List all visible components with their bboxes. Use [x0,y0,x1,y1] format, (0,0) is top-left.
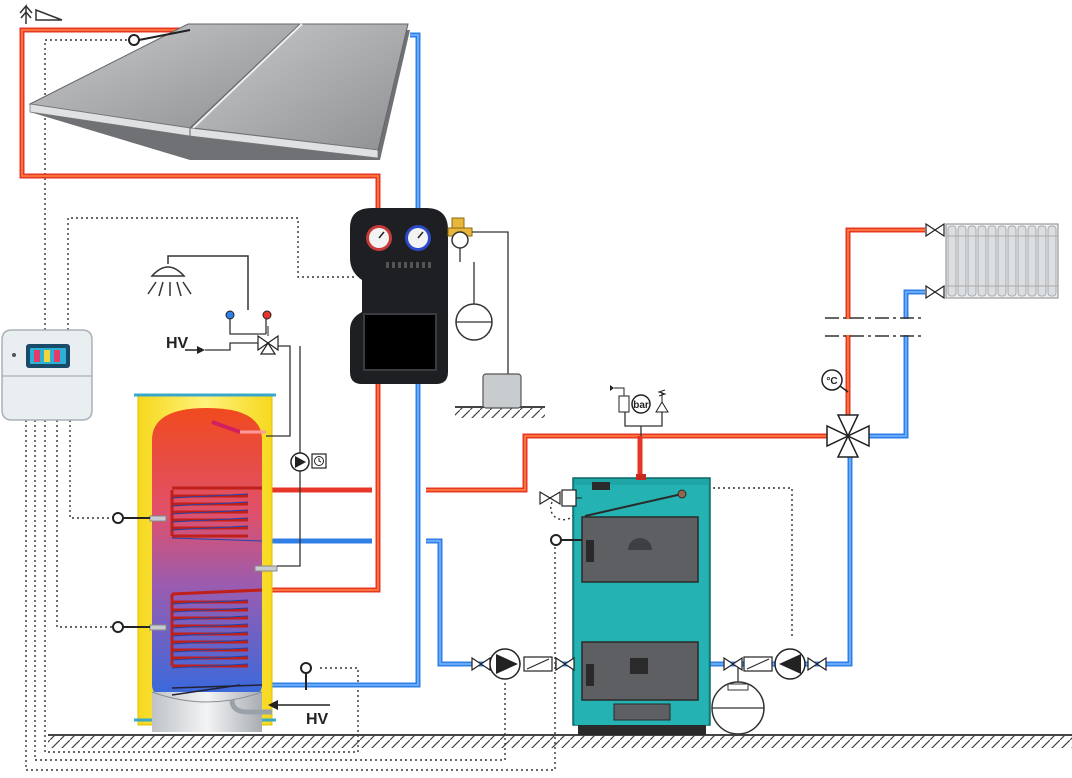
solar-controller[interactable] [1,329,93,421]
safety-valve-group [447,217,509,378]
tank-loading-pump-group [471,648,575,680]
tank-temp-sensor-lower [112,621,150,633]
pipe-break-marks [825,317,922,337]
drain-container [482,373,522,409]
boiler-safety-group [610,385,669,436]
cold-water-inlet-arrow [268,700,330,710]
hot-water-storage-tank [134,393,278,732]
return-pipe-temp-sensor [300,662,312,690]
lightning-arrester-icon [19,3,63,24]
ground [48,406,1072,748]
thermostatic-mixing-valve [185,310,279,355]
solid-fuel-boiler [572,474,711,735]
boiler-expansion-vessel [711,664,765,735]
thermostat-label: °C [826,376,837,387]
thermostat-sensor [821,369,849,393]
circulation-pump-icon [290,452,327,472]
pressure-gauge-label: bar [633,400,649,411]
collector-temp-sensor [128,29,191,46]
shower-head-icon [147,255,249,310]
dhw-circulation-line [266,345,301,567]
four-way-mixing-valve[interactable] [826,414,870,458]
boiler-temp-sensor [550,534,582,546]
radiator [945,223,1059,299]
solar-pump-station [350,208,448,384]
thermal-safety-valve [539,489,582,507]
hv-inlet-label-lower: HV [306,711,329,728]
heating-circuit-pump-group [723,648,827,680]
solar-collector [28,23,410,160]
solar-expansion-vessel [455,262,493,341]
control-wiring [25,39,793,771]
hv-inlet-label-upper: HV [166,335,189,352]
tank-temp-sensor-upper [112,512,150,524]
radiator-valves [925,222,945,300]
